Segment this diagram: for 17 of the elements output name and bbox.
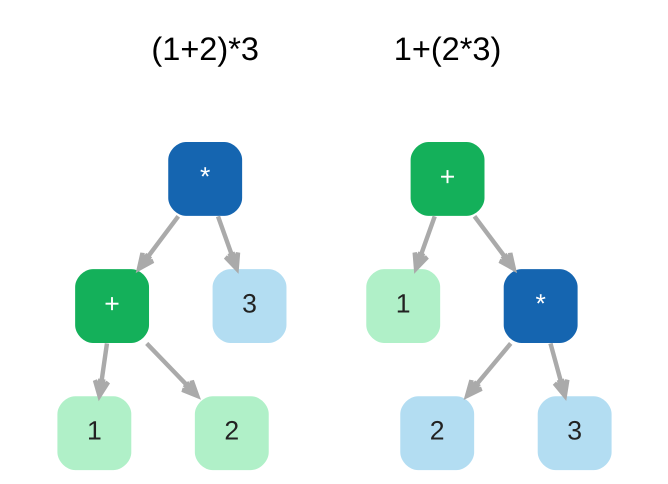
label: (1+2)*3 xyxy=(150,30,258,67)
label: 1+(2*3) xyxy=(393,30,501,67)
node-box: 2 xyxy=(194,396,268,470)
node-box: 1 xyxy=(56,396,131,470)
node-box: * xyxy=(503,268,578,342)
arrow xyxy=(548,342,570,398)
arrow xyxy=(144,341,199,398)
node-box: * xyxy=(168,142,242,216)
node-box: 3 xyxy=(212,268,286,342)
arrow xyxy=(464,342,512,398)
node-box: 2 xyxy=(400,396,474,470)
arrow xyxy=(136,214,180,270)
node-box: 3 xyxy=(537,396,612,470)
node-box: + xyxy=(74,268,149,342)
node-box: 1 xyxy=(366,268,440,342)
node-box: + xyxy=(410,142,484,216)
arrow xyxy=(472,214,516,270)
